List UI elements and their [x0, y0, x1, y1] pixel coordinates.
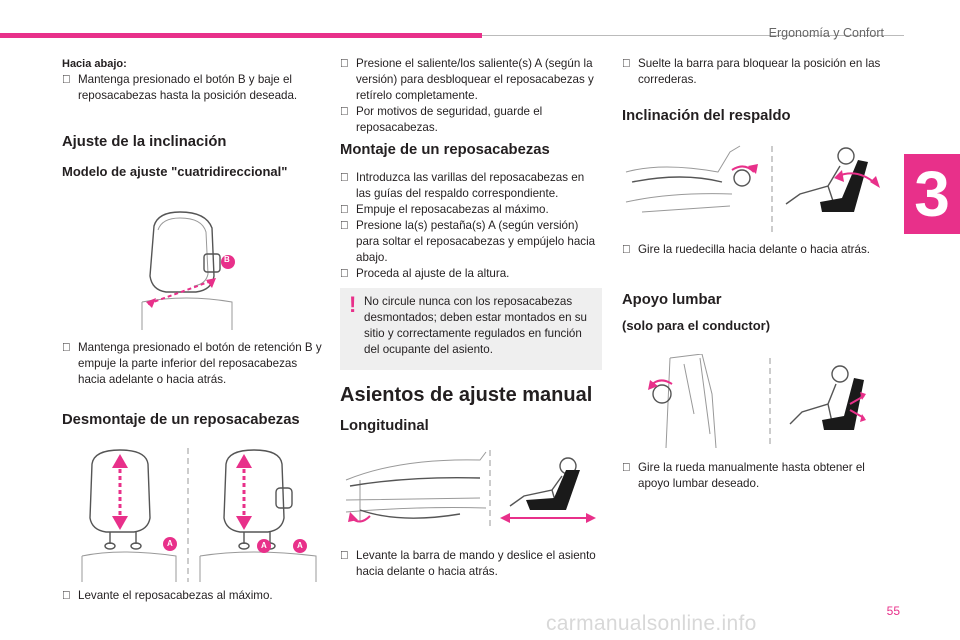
- recline-title: Inclinación del respaldo: [622, 108, 791, 124]
- longitudinal-adjust-illustration: [340, 450, 600, 530]
- remove-bullet-2: Por motivos de seguridad, guarde el repo…: [340, 104, 543, 134]
- warning-box: ! No circule nunca con los reposacabezas…: [340, 288, 602, 370]
- warning-icon: !: [349, 292, 357, 317]
- recline-bullet: Gire la ruedecilla hacia delante o hacia…: [622, 242, 871, 258]
- manual-seats-title: Asientos de ajuste manual: [340, 384, 593, 406]
- remove-bullet-1: Presione el saliente/los saliente(s) A (…: [340, 56, 594, 102]
- remove-bullet: Levante el reposacabezas al máximo.: [62, 588, 273, 604]
- headrest-removal-illustration: A A A: [80, 444, 320, 582]
- figure-label-a: A: [167, 539, 173, 548]
- lumbar-bullet: Gire la rueda manualmente hasta obtener …: [622, 460, 865, 490]
- lumbar-support-illustration: [640, 353, 886, 449]
- watermark-text: carmanualsonline.info: [546, 612, 757, 635]
- lumbar-subtitle: (solo para el conductor): [622, 318, 771, 333]
- down-bullet: Mantenga presionado el botón B y baje el…: [62, 72, 298, 102]
- recline-adjust-illustration: [622, 142, 888, 232]
- down-label: Hacia abajo:: [62, 58, 127, 70]
- lumbar-title: Apoyo lumbar: [622, 292, 722, 308]
- remove-headrest-title: Desmontaje de un reposacabezas: [62, 412, 300, 428]
- header-rule: [482, 35, 904, 36]
- longitudinal-title: Longitudinal: [340, 418, 429, 434]
- section-title: Ergonomía y Confort: [768, 26, 884, 40]
- mount-bullet-3: Presione la(s) pestaña(s) A (según versi…: [340, 218, 596, 264]
- mount-bullet-1: Introduzca las varillas del reposacabeza…: [340, 170, 585, 200]
- mount-headrest-title: Montaje de un reposacabezas: [340, 142, 550, 158]
- figure-label-a: A: [261, 541, 267, 550]
- chapter-number: 3: [914, 158, 950, 230]
- inclination-bullet: Mantenga presionado el botón de retenció…: [62, 340, 322, 386]
- warning-text: No circule nunca con los reposacabezas d…: [364, 295, 588, 356]
- chapter-tab: 3: [904, 154, 960, 234]
- mount-bullet-4: Proceda al ajuste de la altura.: [340, 266, 510, 282]
- model-title: Modelo de ajuste "cuatridireccional": [62, 164, 288, 179]
- header-accent-bar: [0, 33, 482, 38]
- figure-label-b: B: [224, 255, 230, 264]
- longitudinal-bullet: Levante la barra de mando y deslice el a…: [340, 548, 596, 578]
- release-bullet: Suelte la barra para bloquear la posició…: [622, 56, 881, 86]
- figure-label-a: A: [297, 541, 303, 550]
- mount-bullet-2: Empuje el reposacabezas al máximo.: [340, 202, 549, 218]
- headrest-tilt-illustration: B: [136, 206, 236, 330]
- inclination-title: Ajuste de la inclinación: [62, 134, 227, 150]
- page-number: 55: [886, 604, 900, 618]
